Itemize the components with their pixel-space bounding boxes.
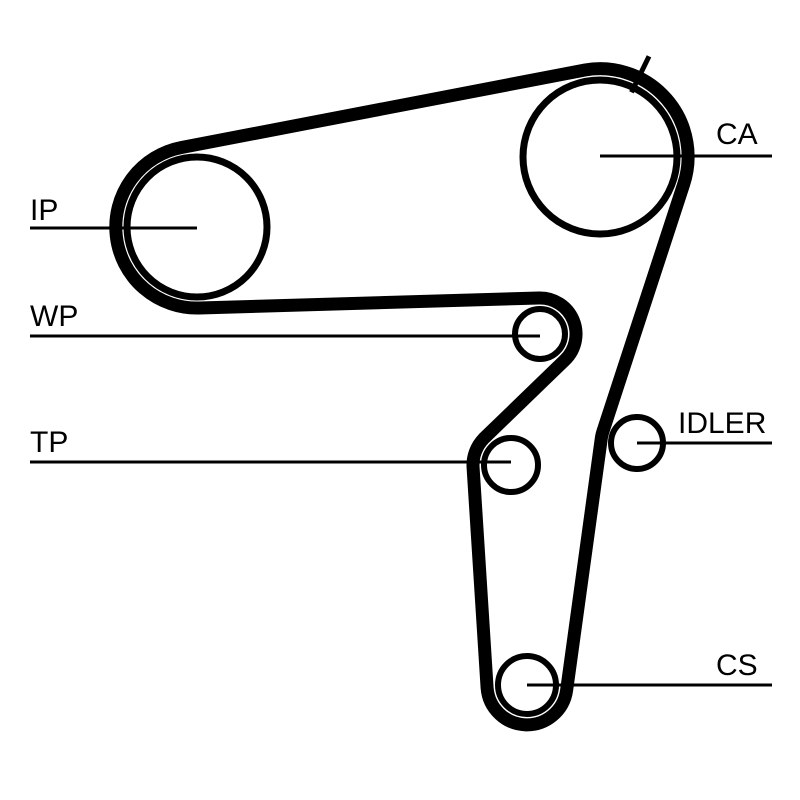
label-ip: IP xyxy=(30,194,58,227)
label-ca: CA xyxy=(716,118,758,151)
ip-pulley-circle xyxy=(123,153,271,301)
idler-pulley-circle xyxy=(608,414,666,472)
timing-belt-path xyxy=(109,62,695,732)
label-idler: IDLER xyxy=(678,407,766,440)
tp-pulley-circle xyxy=(481,435,541,495)
camshaft-timing-mark xyxy=(629,55,652,94)
wp-pulley-circle xyxy=(512,306,568,362)
label-tp: TP xyxy=(30,426,68,459)
ca-pulley-circle xyxy=(519,76,681,238)
label-cs: CS xyxy=(716,649,758,682)
cs-pulley-circle xyxy=(495,653,559,717)
label-wp: WP xyxy=(30,300,78,333)
